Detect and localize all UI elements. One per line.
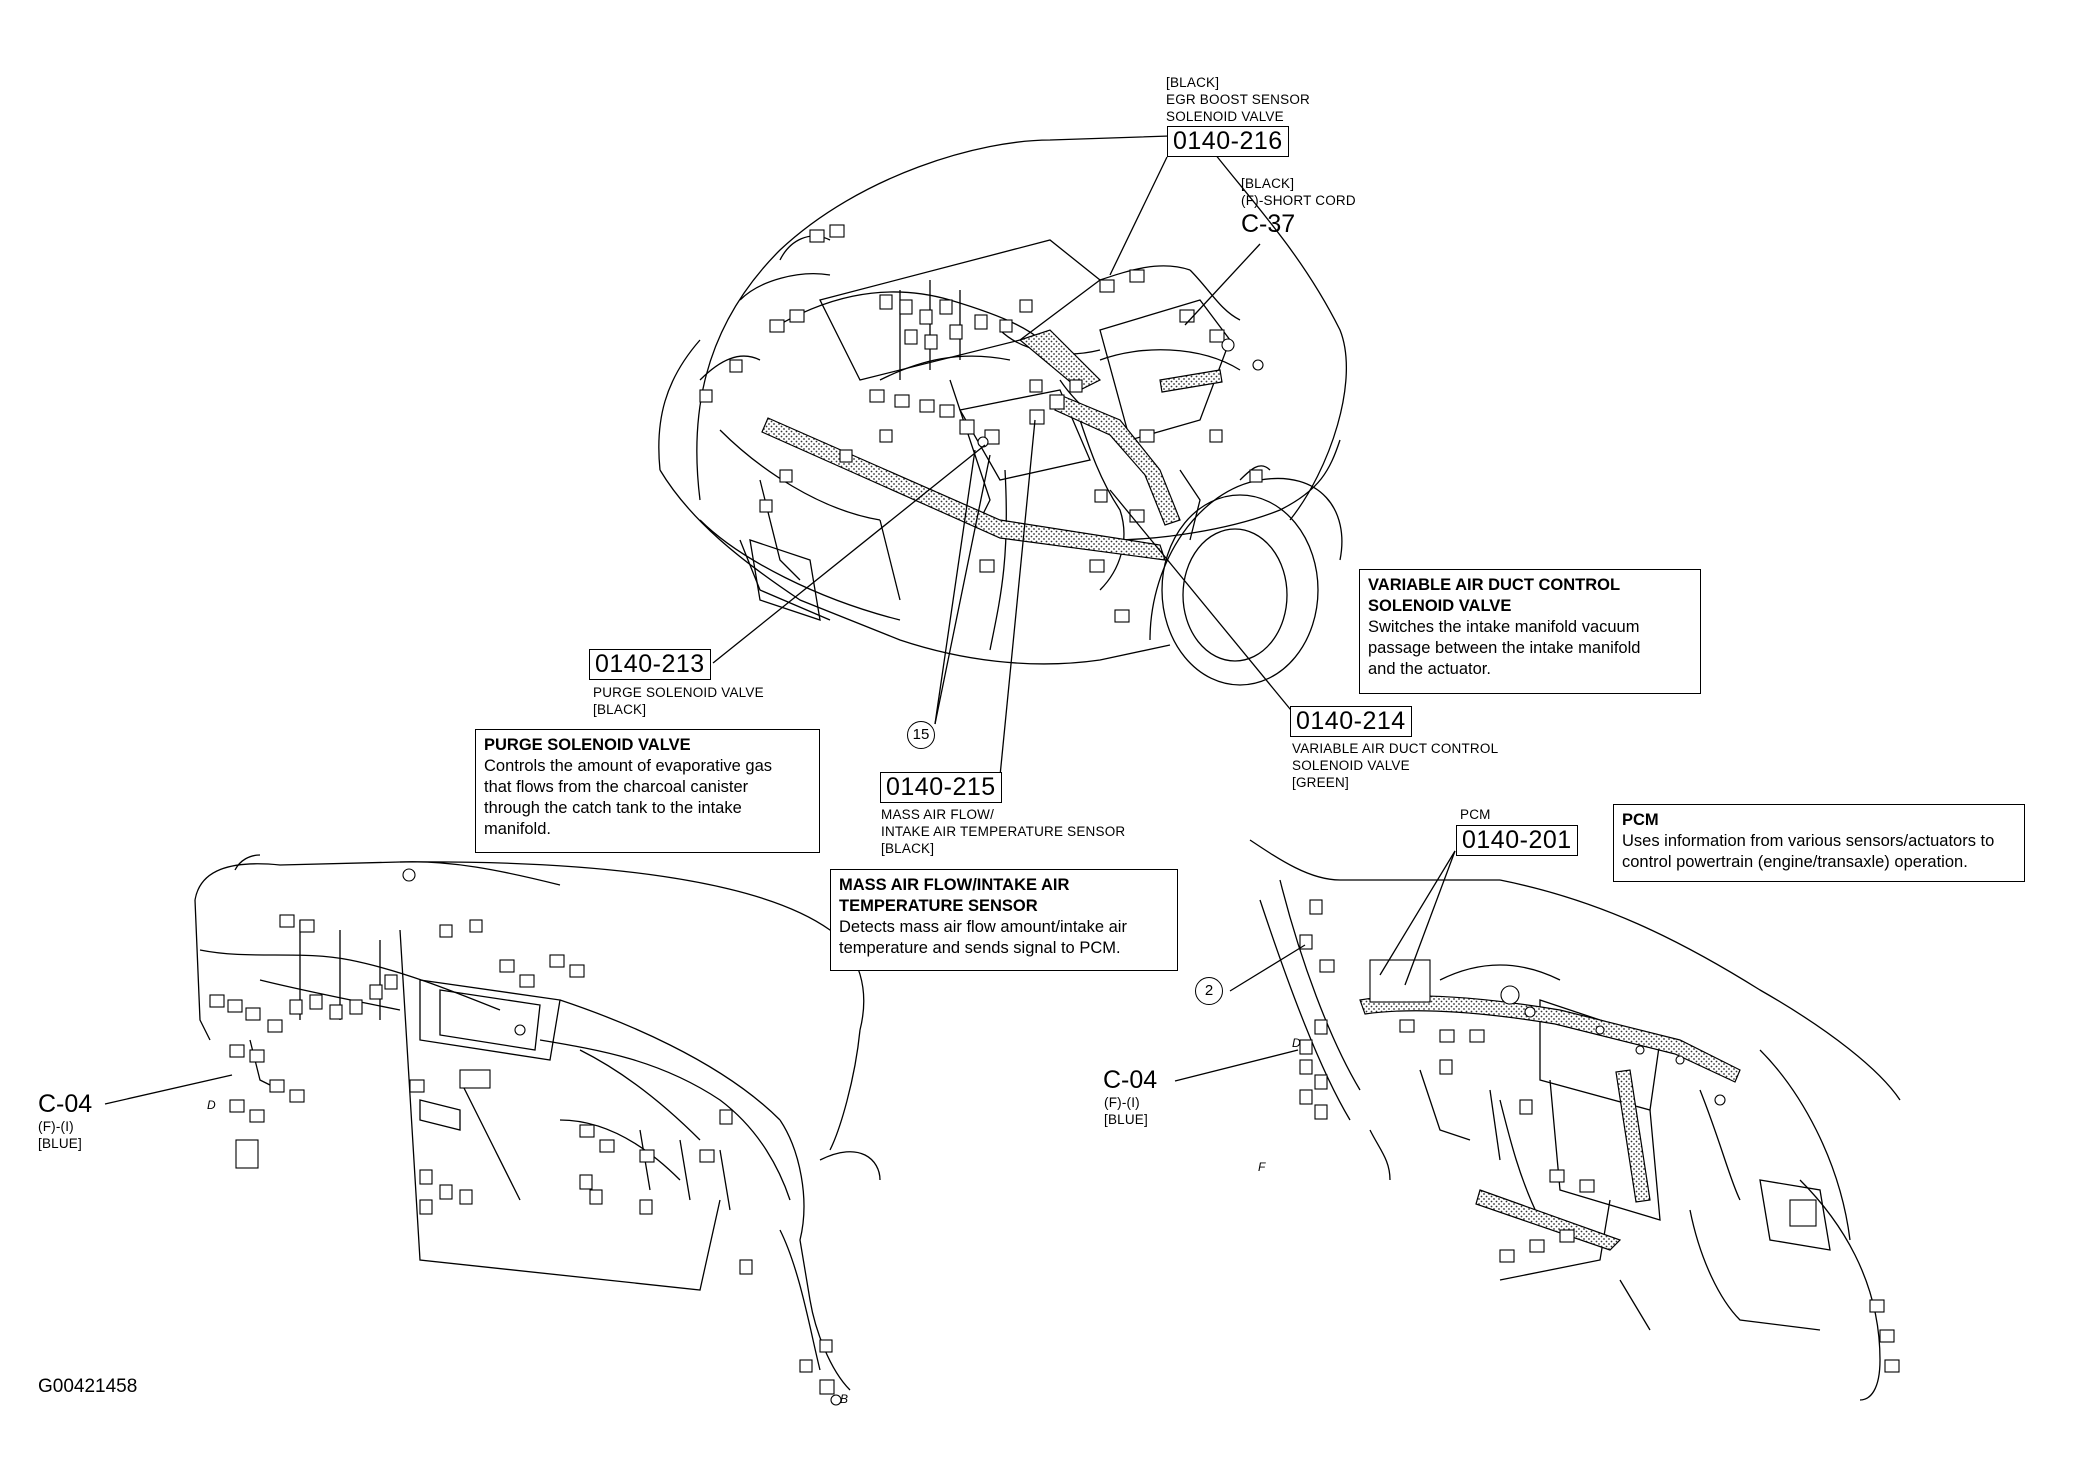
- variable-air-duct-info-title: VARIABLE AIR DUCT CONTROL SOLENOID VALVE: [1368, 576, 1621, 615]
- connector-letter-d-right: D: [1292, 1036, 1301, 1050]
- variable-air-duct-label: VARIABLE AIR DUCT CONTROL SOLENOID VALVE…: [1292, 741, 1499, 790]
- egr-boost-sensor-label: [BLACK] EGR BOOST SENSOR SOLENOID VALVE: [1166, 75, 1310, 124]
- right-dashboard-drawing: [1249, 839, 1901, 1401]
- connector-letter-d-left: D: [207, 1098, 216, 1112]
- variable-air-duct-info-box: VARIABLE AIR DUCT CONTROL SOLENOID VALVE…: [1359, 569, 1701, 694]
- maf-sensor-info-box: MASS AIR FLOW/INTAKE AIR TEMPERATURE SEN…: [830, 869, 1178, 971]
- pcm-label: PCM: [1460, 807, 1491, 822]
- c04-right-label: (F)-(I) [BLUE]: [1104, 1095, 1148, 1127]
- engine-bay-connectors: [699, 224, 1264, 623]
- marker-15: 15: [907, 721, 935, 749]
- left-dashboard-drawing: [194, 854, 881, 1391]
- marker-2: 2: [1195, 977, 1223, 1005]
- figure-id: G00421458: [38, 1376, 138, 1397]
- leader-lines: [104, 156, 1456, 1105]
- right-harness-bands: [1359, 995, 1741, 1251]
- maf-sensor-info-title: MASS AIR FLOW/INTAKE AIR TEMPERATURE SEN…: [839, 876, 1070, 915]
- left-dashboard-connectors: [209, 868, 842, 1406]
- harness-bands: [761, 329, 1223, 561]
- purge-solenoid-info-desc: Controls the amount of evaporative gas t…: [484, 757, 773, 838]
- purge-solenoid-code[interactable]: 0140-213: [589, 649, 711, 680]
- connector-letter-b-left: B: [840, 1392, 849, 1406]
- right-dashboard-connectors: [1299, 899, 1900, 1373]
- maf-sensor-code[interactable]: 0140-215: [880, 772, 1002, 803]
- maf-sensor-label: MASS AIR FLOW/ INTAKE AIR TEMPERATURE SE…: [881, 807, 1126, 856]
- pcm-code[interactable]: 0140-201: [1456, 825, 1578, 856]
- egr-boost-sensor-code[interactable]: 0140-216: [1167, 126, 1289, 157]
- purge-solenoid-info-box: PURGE SOLENOID VALVE Controls the amount…: [475, 729, 820, 853]
- c04-left-code[interactable]: C-04: [38, 1090, 93, 1118]
- pcm-info-box: PCM Uses information from various sensor…: [1613, 804, 2025, 882]
- c04-left-label: (F)-(I) [BLUE]: [38, 1119, 82, 1151]
- connector-letter-f-right: F: [1258, 1160, 1266, 1174]
- variable-air-duct-code[interactable]: 0140-214: [1290, 706, 1412, 737]
- pcm-info-title: PCM: [1622, 811, 1659, 829]
- maf-sensor-info-desc: Detects mass air flow amount/intake air …: [839, 918, 1127, 957]
- c37-code[interactable]: C-37: [1241, 210, 1296, 238]
- pcm-info-desc: Uses information from various sensors/ac…: [1622, 832, 1995, 871]
- c37-label: [BLACK] (F)-SHORT CORD: [1241, 176, 1356, 208]
- variable-air-duct-info-desc: Switches the intake manifold vacuum pass…: [1368, 618, 1641, 678]
- purge-solenoid-info-title: PURGE SOLENOID VALVE: [484, 736, 691, 754]
- purge-solenoid-label: PURGE SOLENOID VALVE [BLACK]: [593, 685, 764, 717]
- c04-right-code[interactable]: C-04: [1103, 1066, 1158, 1094]
